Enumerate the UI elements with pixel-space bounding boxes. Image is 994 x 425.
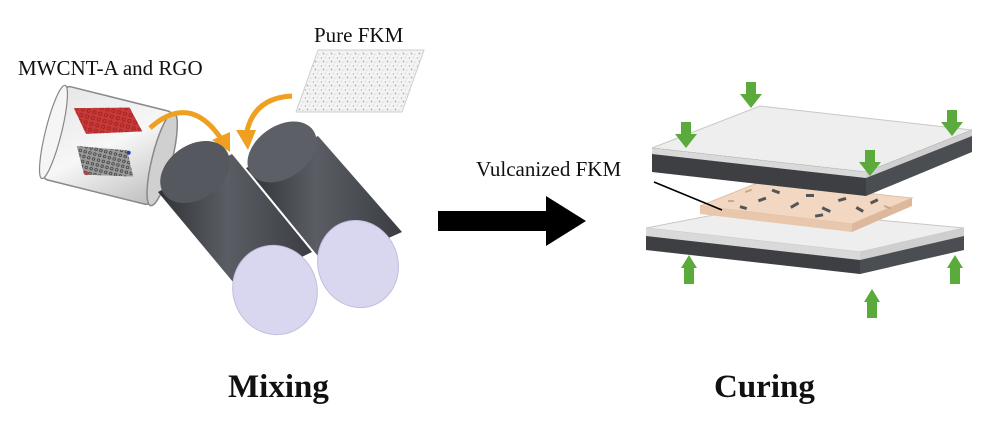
press-arrow-icon [859, 150, 881, 176]
label-pure-fkm: Pure FKM [314, 23, 404, 47]
roller-left [158, 140, 318, 336]
press-arrow-icon [947, 255, 963, 284]
label-vulcanized-fkm: Vulcanized FKM [476, 157, 621, 181]
curved-arrow-icon [236, 93, 293, 150]
press-arrow-icon [941, 110, 963, 136]
press-arrow-icon [864, 289, 880, 318]
label-mixing: Mixing [228, 369, 329, 405]
top-press-plate [651, 105, 973, 196]
vulcanized-fkm-pointer [653, 181, 723, 211]
press-arrow-icon [740, 82, 762, 108]
pure-fkm-sheet-icon [295, 49, 425, 113]
bottom-press-plate [645, 207, 965, 274]
press-arrow-icon [681, 255, 697, 284]
process-arrow-icon [438, 196, 586, 246]
beaker-icon [38, 84, 179, 207]
mwcnt-sheet-icon [76, 145, 134, 177]
roller-right [246, 121, 402, 309]
rgo-sheet-icon [73, 107, 143, 134]
press-arrow-icon [675, 122, 697, 148]
curved-arrow-icon [148, 110, 230, 152]
label-mwcnt-rgo: MWCNT-A and RGO [18, 56, 203, 80]
label-curing: Curing [714, 369, 815, 405]
